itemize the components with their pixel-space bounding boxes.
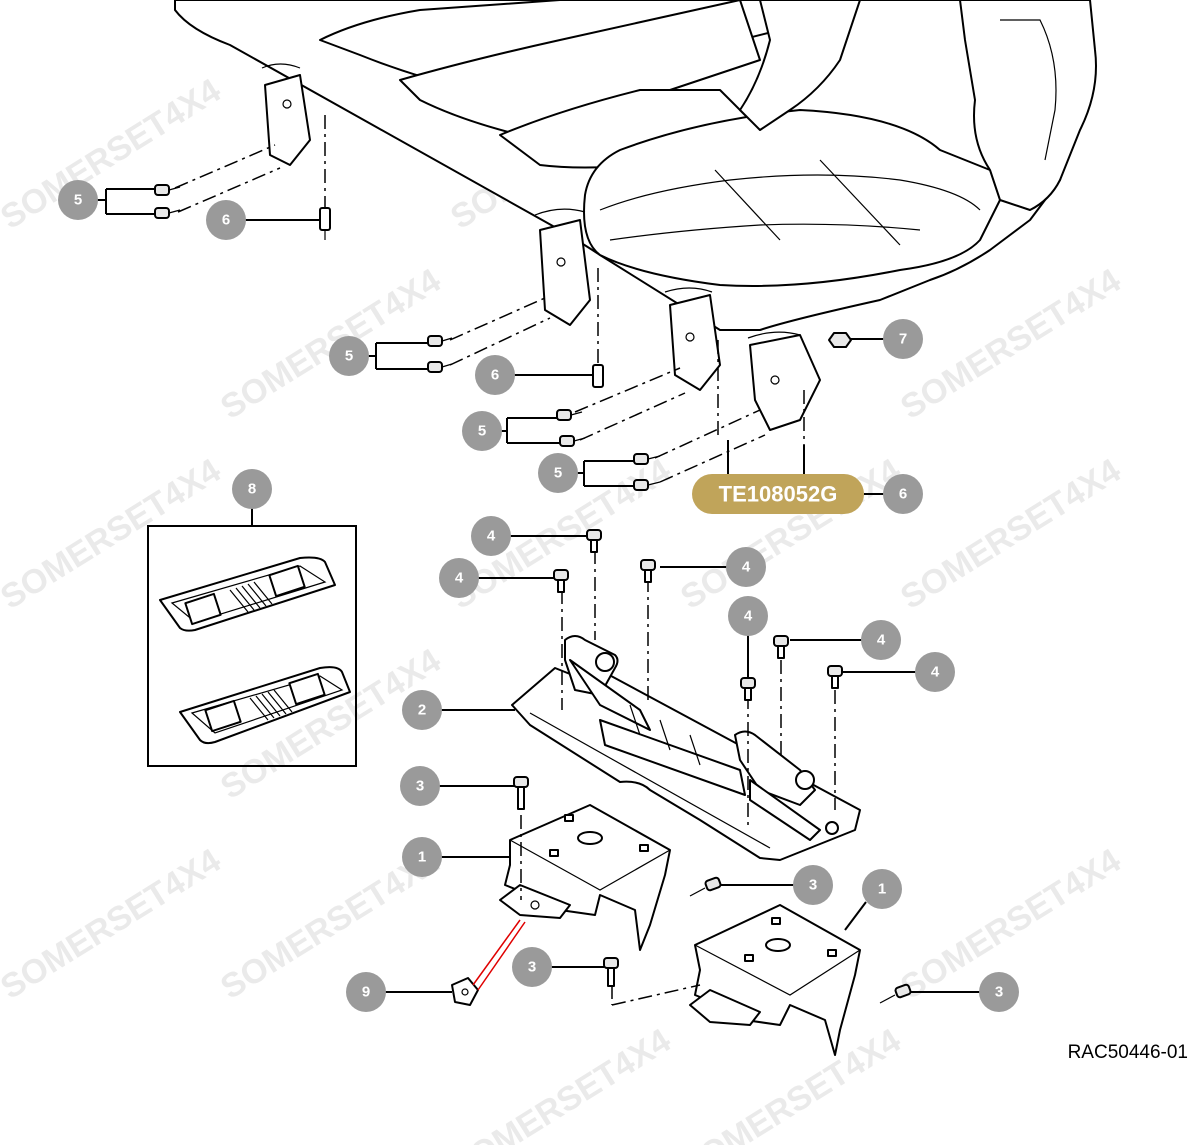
watermark: SOMERSET4X4 (894, 261, 1127, 426)
bolt-icon (586, 529, 602, 553)
bolt-icon (740, 677, 756, 701)
svg-text:2: 2 (418, 702, 426, 719)
svg-text:4: 4 (455, 570, 464, 587)
svg-text:4: 4 (931, 664, 940, 681)
callout-4[interactable]: 4 (439, 558, 479, 598)
callout-5[interactable]: 5 (329, 336, 369, 376)
callout-4[interactable]: 4 (471, 516, 511, 556)
bolt-icon (879, 983, 912, 1004)
callout-9[interactable]: 9 (346, 972, 386, 1012)
bolt-icon (559, 435, 586, 447)
svg-text:5: 5 (554, 465, 562, 482)
leader-lines (97, 188, 980, 993)
seat-assembly (174, 0, 1097, 431)
bolt-icon (603, 957, 619, 987)
highlighted-part-badge[interactable]: TE108052G (692, 474, 864, 514)
red-pointer-lines (472, 919, 526, 991)
bolt-icon (427, 335, 453, 347)
bolt-icon (689, 876, 722, 897)
watermark: SOMERSET4X4 (214, 261, 447, 426)
svg-text:7: 7 (899, 331, 907, 348)
bolt-icon (154, 184, 181, 196)
bolt-icon (553, 569, 569, 593)
callout-4[interactable]: 4 (726, 547, 766, 587)
mounting-bracket-left (499, 804, 671, 951)
watermark: SOMERSET4X4 (894, 451, 1127, 616)
bolt-icon (640, 559, 656, 583)
fasteners-rail (553, 529, 843, 701)
callout-3[interactable]: 3 (793, 865, 833, 905)
svg-text:3: 3 (528, 959, 536, 976)
svg-text:3: 3 (995, 984, 1003, 1001)
callout-6[interactable]: 6 (883, 474, 923, 514)
callout-6[interactable]: 6 (475, 355, 515, 395)
svg-text:1: 1 (418, 849, 426, 866)
bolt-icon (556, 409, 583, 421)
watermark: SOMERSET4X4 (0, 71, 227, 236)
watermark: SOMERSET4X4 (0, 841, 227, 1006)
bolt-icon (427, 361, 453, 373)
callout-2[interactable]: 2 (402, 690, 442, 730)
inset-box-8 (147, 525, 357, 767)
clip-nut-icon (451, 977, 479, 1006)
bolt-icon (773, 635, 789, 659)
nut-icon (828, 332, 852, 348)
highlighted-part-label: TE108052G (719, 482, 838, 507)
alignment-lines-top (174, 115, 805, 483)
svg-text:6: 6 (491, 367, 499, 384)
seat-rail-assembly (511, 635, 861, 861)
svg-text:4: 4 (742, 559, 751, 576)
callout-8[interactable]: 8 (232, 469, 272, 509)
alignment-lines-brackets (520, 815, 701, 1006)
svg-text:3: 3 (809, 877, 817, 894)
callout-4[interactable]: 4 (861, 620, 901, 660)
svg-text:5: 5 (345, 348, 353, 365)
callout-3[interactable]: 3 (400, 766, 440, 806)
bolt-icon (513, 776, 529, 810)
watermark: SOMERSET4X4 (674, 1021, 907, 1145)
fasteners-top (154, 184, 852, 491)
callout-1[interactable]: 1 (402, 837, 442, 877)
diagram-reference-code: RAC50446-01 (1068, 1042, 1188, 1063)
bolt-icon (633, 453, 661, 465)
svg-text:6: 6 (899, 486, 907, 503)
callout-3[interactable]: 3 (512, 947, 552, 987)
callout-6[interactable]: 6 (206, 200, 246, 240)
svg-text:5: 5 (478, 423, 486, 440)
callout-markers: 5 6 5 6 5 5 7 TE108052G 6 8 4 4 4 4 4 4 … (58, 180, 1019, 1012)
svg-text:4: 4 (487, 528, 496, 545)
bolt-icon (827, 665, 843, 689)
callout-5[interactable]: 5 (538, 453, 578, 493)
svg-text:5: 5 (74, 192, 82, 209)
svg-text:4: 4 (877, 632, 886, 649)
mounting-bracket-right (689, 904, 861, 1056)
callout-5[interactable]: 5 (462, 411, 502, 451)
svg-text:8: 8 (248, 481, 256, 498)
callout-4[interactable]: 4 (915, 652, 955, 692)
svg-text:3: 3 (416, 778, 424, 795)
svg-text:6: 6 (222, 212, 230, 229)
trim-cover-upper (159, 556, 336, 632)
svg-text:1: 1 (878, 881, 886, 898)
alignment-lines-rail (561, 550, 836, 830)
callout-5[interactable]: 5 (58, 180, 98, 220)
dowel-pin-icon (319, 207, 331, 240)
dowel-pin-icon (592, 364, 604, 388)
callout-1[interactable]: 1 (862, 869, 902, 909)
callout-7[interactable]: 7 (883, 319, 923, 359)
svg-text:4: 4 (744, 608, 753, 625)
trim-cover-lower (179, 666, 351, 745)
bolt-icon (154, 207, 181, 219)
callout-4[interactable]: 4 (728, 596, 768, 636)
callout-3[interactable]: 3 (979, 972, 1019, 1012)
fasteners-brackets (451, 776, 912, 1006)
svg-text:9: 9 (362, 984, 370, 1001)
watermark: SOMERSET4X4 (444, 1021, 677, 1145)
